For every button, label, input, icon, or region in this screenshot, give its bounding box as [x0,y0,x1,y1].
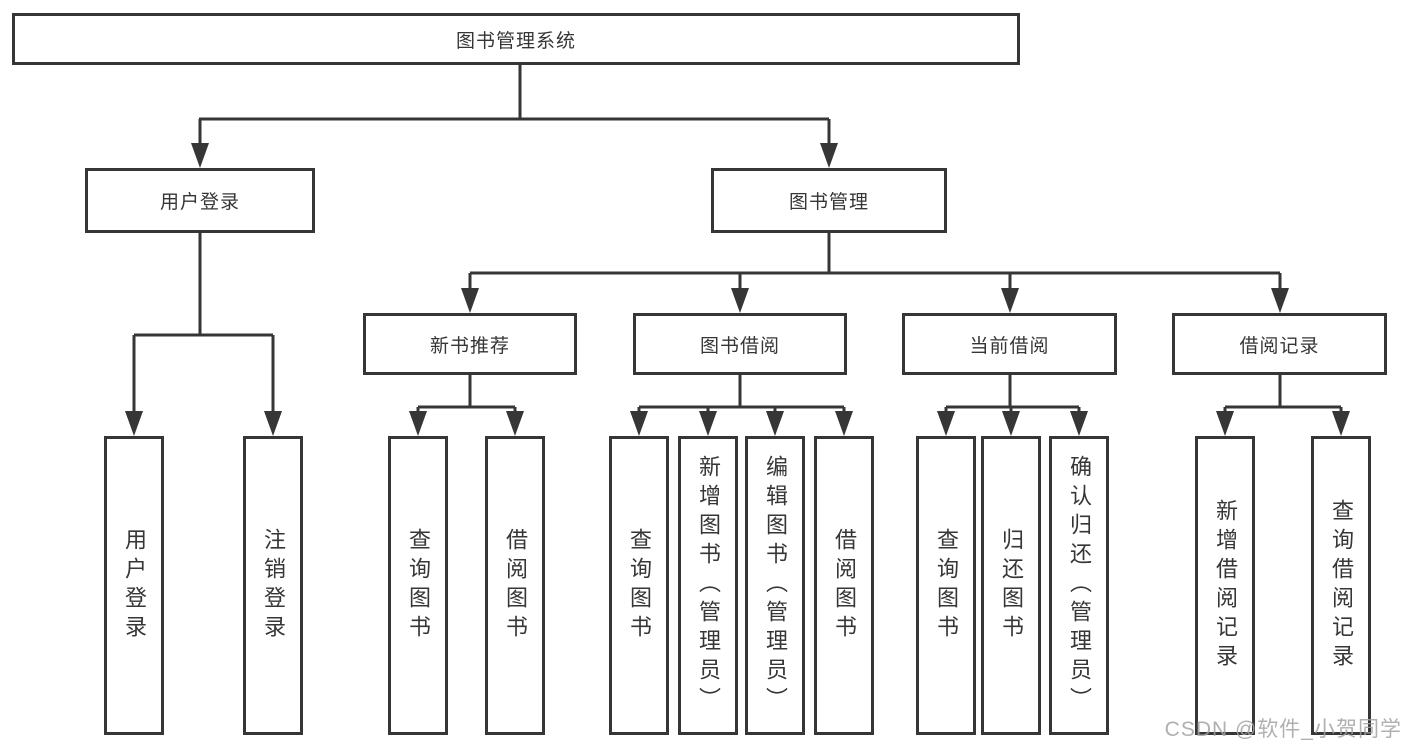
leaf-user-login: 用户登录 [104,436,164,735]
leaf-borrow-book: 借阅图书 [814,436,874,735]
node-label: 图书管理系统 [455,30,576,52]
leaf-label: 新增借阅记录 [1213,498,1238,673]
leaf-add-book-admin: 新增图书（管理员） [678,436,738,735]
node-book-management: 图书管理 [711,168,947,233]
node-user-login: 用户登录 [85,168,315,233]
leaf-query-book-borrow: 查询图书 [609,436,669,735]
leaf-label: 查询借阅记录 [1329,498,1354,673]
leaf-label: 编辑图书（管理员） [763,455,788,716]
leaf-label: 新增图书（管理员） [696,455,721,716]
csdn-watermark: CSDN @软件_小贺同学 [1164,718,1402,741]
leaf-label: 用户登录 [122,527,147,644]
arrow-down-icons [125,143,1350,436]
leaf-query-book-current: 查询图书 [916,436,976,735]
leaf-logout: 注销登录 [243,436,303,735]
leaf-label: 归还图书 [999,527,1024,644]
leaf-edit-book-admin: 编辑图书（管理员） [745,436,805,735]
node-current-borrowing: 当前借阅 [902,313,1117,375]
node-book-borrowing: 图书借阅 [633,313,847,375]
leaf-label: 借阅图书 [832,527,857,644]
leaf-label: 查询图书 [934,527,959,644]
leaf-query-borrow-record: 查询借阅记录 [1311,436,1371,735]
node-label: 当前借阅 [969,335,1050,357]
node-new-book-recommend: 新书推荐 [363,313,577,375]
leaf-confirm-return-admin: 确认归还（管理员） [1049,436,1109,735]
node-label: 用户登录 [159,192,240,213]
node-borrowing-records: 借阅记录 [1172,313,1387,375]
leaf-label: 查询图书 [406,527,431,644]
node-label: 图书管理 [788,192,869,213]
leaf-label: 借阅图书 [503,527,528,644]
leaf-label: 查询图书 [627,527,652,644]
leaf-add-borrow-record: 新增借阅记录 [1195,436,1255,735]
node-label: 图书借阅 [699,335,780,357]
leaf-label: 确认归还（管理员） [1067,455,1092,716]
node-label: 新书推荐 [429,335,510,357]
node-label: 借阅记录 [1239,335,1320,357]
leaf-query-book-recommend: 查询图书 [388,436,448,735]
leaf-borrow-book-recommend: 借阅图书 [485,436,545,735]
connector-lines [132,65,1343,414]
leaf-label: 注销登录 [261,527,286,644]
node-root-system: 图书管理系统 [12,13,1020,65]
leaf-return-book: 归还图书 [981,436,1041,735]
